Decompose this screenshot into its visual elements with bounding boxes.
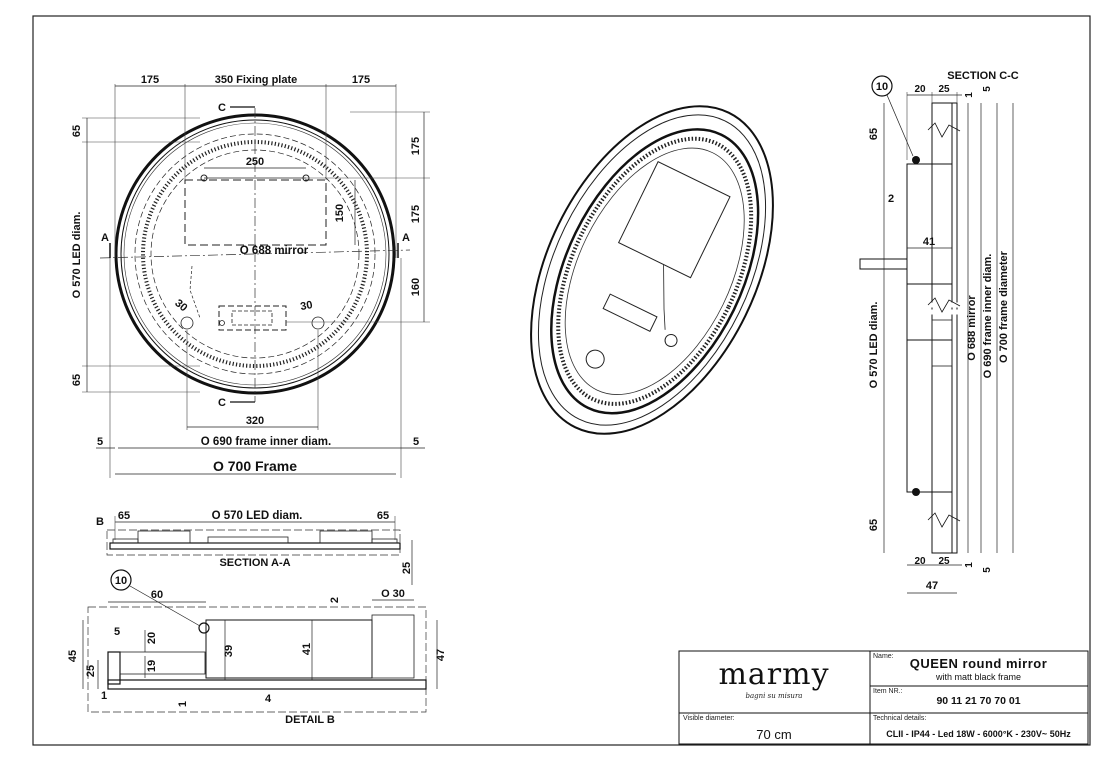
item-caption: Item NR.: <box>873 688 903 695</box>
detail-b-dim-41: 41 <box>301 643 313 655</box>
brand-tagline: bagni su misura <box>745 692 803 700</box>
cc-dim-20-top: 20 <box>914 84 926 95</box>
tech-caption: Technical details: <box>873 715 927 722</box>
detail-b-dim-39: 39 <box>223 645 235 657</box>
dim-175-v1: 175 <box>410 137 422 155</box>
visible-diameter: 70 cm <box>756 727 792 742</box>
detail-b-dim-1b: 1 <box>177 701 189 707</box>
cc-callout-10: 10 <box>876 81 888 93</box>
cc-dim-5-top: 5 <box>982 86 993 92</box>
front-view: 175 350 Fixing plate 175 65 65 250 150 1… <box>71 74 430 478</box>
detail-b-dim-2: 2 <box>329 597 341 603</box>
dim-fixing-plate: 350 Fixing plate <box>215 74 298 86</box>
led-diameter-label: O 570 LED diam. <box>71 212 83 299</box>
cc-dim-2: 2 <box>888 193 894 205</box>
dim-5-left: 5 <box>97 436 103 448</box>
cc-dim-41: 41 <box>923 236 935 248</box>
cc-dim-47: 47 <box>926 580 938 592</box>
name-caption: Name: <box>873 653 894 660</box>
detail-b-dim-4: 4 <box>265 693 272 705</box>
frame-diameter-label: O 700 Frame <box>213 458 297 474</box>
diameter-caption: Visible diameter: <box>683 715 735 722</box>
detail-b-dim-60: 60 <box>151 589 163 601</box>
detail-b-dim-5: 5 <box>114 626 120 638</box>
dim-175-v2: 175 <box>410 205 422 223</box>
dim-5-right: 5 <box>413 436 419 448</box>
brand-name: marmy <box>718 657 830 692</box>
aa-led-label: O 570 LED diam. <box>212 510 303 522</box>
cc-outer-diameter-label: O 700 frame diameter <box>998 250 1010 363</box>
section-c-top-marker: C <box>218 102 226 114</box>
detail-b-dim-30: O 30 <box>381 588 405 600</box>
dim-30-right: 30 <box>299 299 313 313</box>
dim-250: 250 <box>246 156 264 168</box>
cc-dim-65-top: 65 <box>868 128 880 140</box>
dim-65-bottom: 65 <box>71 374 83 386</box>
cc-dim-25-bottom: 25 <box>938 556 950 567</box>
title-block-grid <box>678 650 1089 745</box>
section-cc-title: SECTION C-C <box>947 70 1019 82</box>
detail-b-dim-47: 47 <box>435 649 447 661</box>
technical-details: CLII - IP44 - Led 18W - 6000°K - 230V~ 5… <box>886 729 1071 739</box>
aa-dim-25: 25 <box>401 562 413 574</box>
aa-dim-65-right: 65 <box>377 510 389 522</box>
detail-b-dim-19: 19 <box>146 660 158 672</box>
cc-dim-25-top: 25 <box>938 84 950 95</box>
dim-160: 160 <box>410 278 422 296</box>
dim-320: 320 <box>246 415 264 427</box>
brand-logo: marmy bagni su misura <box>679 651 869 713</box>
detail-b-title: DETAIL B <box>285 714 335 726</box>
section-a-right-marker: A <box>402 232 410 244</box>
dim-150: 150 <box>334 204 346 222</box>
product-name: QUEEN round mirror <box>909 656 1048 671</box>
dim-30-left: 30 <box>172 297 189 314</box>
detail-b-marker: B <box>96 516 104 528</box>
cc-dim-5-bottom: 5 <box>982 567 993 573</box>
detail-b-dim-25: 25 <box>85 665 97 677</box>
cc-led-label: O 570 LED diam. <box>868 302 880 389</box>
cc-dim-65-bottom: 65 <box>868 519 880 531</box>
detail-b-view: 10 60 2 O 30 5 20 45 25 19 39 41 47 1 1 … <box>67 569 447 726</box>
product-subtitle: with matt black frame <box>935 672 1022 682</box>
section-aa-title: SECTION A-A <box>219 557 290 569</box>
cc-dim-1-bottom: 1 <box>964 562 975 568</box>
cc-inner-diameter-label: O 690 frame inner diam. <box>982 254 994 379</box>
title-block: marmy bagni su misura Name: QUEEN round … <box>679 651 1088 744</box>
sheet-border <box>32 15 1091 746</box>
dim-65-top: 65 <box>71 125 83 137</box>
dim-175-right: 175 <box>352 74 370 86</box>
section-cc-view: SECTION C-C 10 20 25 1 5 65 2 41 O 570 L… <box>859 70 1019 594</box>
dim-175-left: 175 <box>141 74 159 86</box>
perspective-view <box>530 105 774 435</box>
section-aa-view: 65 65 O 570 LED diam. B 25 SECTION A-A <box>96 510 413 585</box>
detail-b-dim-20: 20 <box>146 632 158 644</box>
cc-mirror-label: O 688 mirror <box>966 295 978 361</box>
cc-dim-20-bottom: 20 <box>914 556 926 567</box>
detail-b-dim-1a: 1 <box>101 690 107 702</box>
section-c-bottom-marker: C <box>218 397 226 409</box>
inner-diameter-label: O 690 frame inner diam. <box>201 436 331 448</box>
item-number: 90 11 21 70 70 01 <box>936 695 1021 707</box>
detail-b-dim-45: 45 <box>67 650 79 662</box>
section-a-left-marker: A <box>101 232 109 244</box>
aa-dim-65-left: 65 <box>118 510 130 522</box>
mirror-diameter-label: O 688 mirror <box>240 245 309 257</box>
detail-b-callout-10: 10 <box>115 575 127 587</box>
cc-dim-1-top: 1 <box>964 92 975 98</box>
